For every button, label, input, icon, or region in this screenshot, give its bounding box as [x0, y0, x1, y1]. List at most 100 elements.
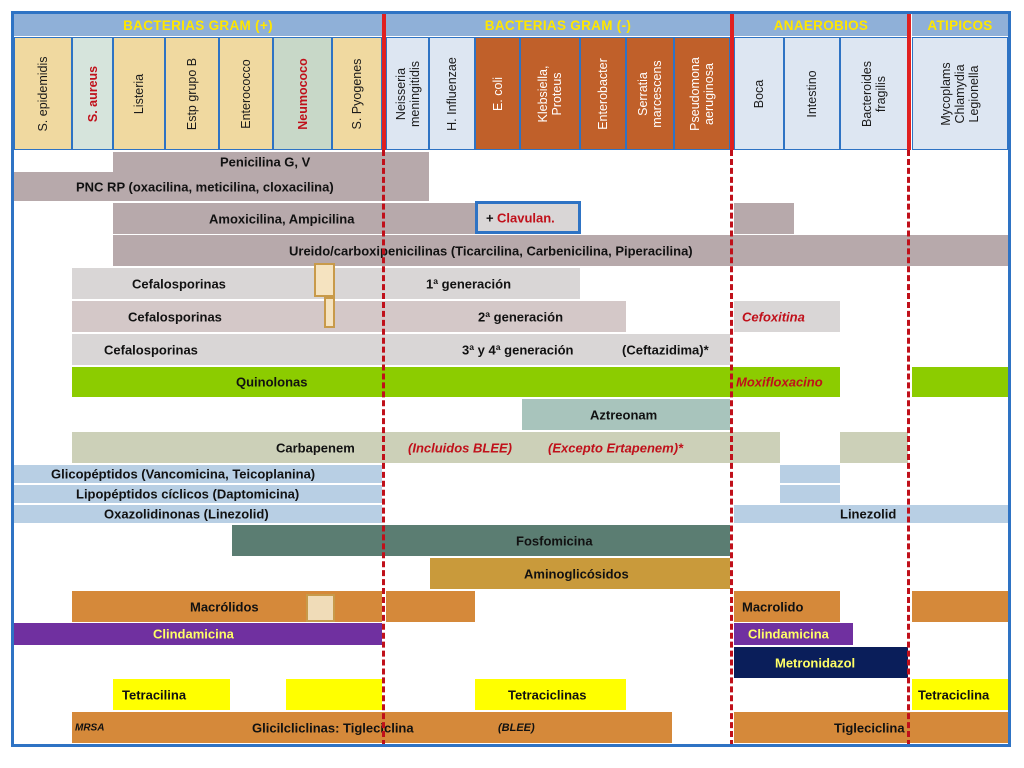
clavulan-label: Clavulan.: [497, 210, 555, 225]
cefalosporinas-2-gen: 2ª generación: [478, 309, 564, 324]
bar-macrolido: Macrolido: [734, 591, 840, 622]
amoxicilina-label: Amoxicilina, Ampicilina: [209, 211, 355, 226]
tetraciclina-label: Tetraciclina: [918, 687, 990, 702]
bar-oxazolidinonas: Oxazolidinonas (Linezolid): [14, 505, 382, 523]
bar-lipopeptidos: Lipopéptidos cíclicos (Daptomicina): [14, 485, 382, 503]
bar-macrolidos-neisseria: [386, 591, 475, 622]
organism-s-aureus: S. aureus: [72, 37, 113, 150]
separator-anaer-atip-dashed: [907, 150, 910, 746]
bar-tetracilina: Tetracilina: [113, 679, 230, 710]
organism-bacteroides: Bacteroides fragilis: [840, 37, 908, 150]
aztreonam-label: Aztreonam: [590, 407, 658, 422]
tetraciclinas-label: Tetraciclinas: [508, 687, 587, 702]
bar-metronidazol: Metronidazol: [734, 647, 908, 678]
cefalosporinas-2-label: Cefalosporinas: [128, 309, 222, 324]
aminoglucosidos-label: Aminoglicósidos: [524, 566, 629, 581]
clavulan-plus: +: [486, 210, 494, 225]
bar-tigleciclina: Tigleciclina: [734, 712, 1008, 743]
clavulan-box: + Clavulan.: [475, 201, 581, 234]
bar-penicilina: Penicilina G, V: [113, 152, 429, 172]
organism-s-pyogenes: S. Pyogenes: [332, 37, 382, 150]
separator-anaer-atip-solid: [907, 14, 911, 150]
neumococo-marker-1: [314, 263, 335, 297]
bar-clindamicina-left: Clindamicina: [14, 623, 382, 645]
organism-boca: Boca: [734, 37, 784, 150]
separator-gram-neg-anaer-solid: [730, 14, 734, 150]
organism-enterobacter: Enterobacter: [580, 37, 626, 150]
group-header-atipicos: ATIPICOS: [912, 14, 1008, 36]
cefalosporinas-3-label: Cefalosporinas: [104, 342, 198, 357]
incluidos-blee-label: (Incluidos BLEE): [408, 440, 512, 455]
separator-gram-pos-neg-solid: [382, 14, 386, 150]
separator-gram-pos-neg-dashed: [382, 150, 385, 746]
bar-macrolidos-atipicos: [912, 591, 1008, 622]
excepto-ertapenem-label: (Excepto Ertapenem)*: [548, 440, 684, 455]
bar-ureidopenicilinas: Ureido/carboxipenicilinas (Ticarcilina, …: [113, 235, 1008, 266]
organism-e-coli: E. coli: [475, 37, 520, 150]
bar-glicopeptidos-intestino: [780, 465, 840, 483]
oxazolidinonas-label: Oxazolidinonas (Linezolid): [104, 506, 269, 522]
outer-frame: [11, 11, 1011, 747]
bar-glicopeptidos: Glicopéptidos (Vancomicina, Teicoplanina…: [14, 465, 382, 483]
organism-listeria: Listeria: [113, 37, 165, 150]
tigleciclina-label: Tigleciclina: [834, 720, 905, 735]
cefalosporinas-1-gen: 1ª generación: [426, 276, 512, 291]
glicilciclinas-label: Glicilcliclinas: Tigleciclina: [252, 720, 414, 735]
tetracilina-label: Tetracilina: [122, 687, 187, 702]
bar-clindamicina-right: Clindamicina: [734, 623, 853, 645]
glicopeptidos-label: Glicopéptidos (Vancomicina, Teicoplanina…: [51, 466, 316, 482]
organism-estp-grupo-b: Estp grupo B: [165, 37, 219, 150]
bar-tetraciclina-atipicos: Tetraciclina: [912, 679, 1008, 710]
group-header-anaerobios: ANAEROBIOS: [734, 14, 908, 36]
clindamicina-left-label: Clindamicina: [153, 626, 234, 642]
bar-aztreonam: Aztreonam: [522, 399, 730, 430]
organism-h-influenzae: H. Influenzae: [429, 37, 475, 150]
clindamicina-right-label: Clindamicina: [748, 626, 829, 642]
bar-glicilciclinas: Glicilcliclinas: Tigleciclina (BLEE): [113, 712, 672, 743]
cefoxitina-label: Cefoxitina: [742, 309, 805, 324]
organism-s-epidemidis: S. epidemidis: [14, 37, 72, 150]
carbapenem-label: Carbapenem: [276, 440, 355, 455]
metronidazol-label: Metronidazol: [775, 655, 856, 670]
bar-pnc-rp: PNC RP (oxacilina, meticilina, cloxacili…: [14, 172, 429, 201]
mrsa-label: MRSA: [75, 722, 105, 733]
cefalosporinas-3-gen: 3ª y 4ª generación: [462, 342, 574, 357]
mrsa-cell: MRSA: [72, 712, 113, 743]
lipopeptidos-label: Lipopéptidos cíclicos (Daptomicina): [76, 486, 300, 502]
bar-carbapenem: Carbapenem (Incluidos BLEE) (Excepto Ert…: [72, 432, 780, 463]
macrolido-label: Macrolido: [742, 599, 804, 614]
bar-cefalosporinas-2: Cefalosporinas 2ª generación: [72, 301, 626, 332]
organism-enterococco: Enterococco: [219, 37, 273, 150]
bar-amoxicilina-anaerobios: [734, 203, 794, 234]
bar-cefalosporinas-3: Cefalosporinas 3ª y 4ª generación (Cefta…: [72, 334, 730, 365]
bar-quinolonas-atipicos: [912, 367, 1008, 397]
bar-lipopeptidos-intestino: [780, 485, 840, 503]
organism-intestino: Intestino: [784, 37, 840, 150]
organism-serratia: Serratia marcescens: [626, 37, 674, 150]
fosfomicina-label: Fosfomicina: [516, 533, 593, 548]
bar-carbapenem-bacteroides: [840, 432, 908, 463]
separator-gram-neg-anaer-dashed: [730, 150, 733, 746]
organism-atipicos: Mycoplams Chlamydia Legionella: [912, 37, 1008, 150]
quinolonas-label: Quinolonas: [236, 374, 308, 390]
organism-neumococo: Neumococo: [273, 37, 332, 150]
cefalosporinas-1-label: Cefalosporinas: [132, 276, 226, 291]
bar-tetraciclina-neumococo: [286, 679, 382, 710]
bar-tetraciclinas: Tetraciclinas: [475, 679, 626, 710]
organism-klebsiella: Klebsiella, Proteus: [520, 37, 580, 150]
linezolid-label: Linezolid: [840, 506, 897, 522]
group-header-gram-negative: BACTERIAS GRAM (-): [386, 14, 730, 36]
ceftazidima-label: (Ceftazidima)*: [622, 342, 709, 357]
penicilina-label: Penicilina G, V: [220, 154, 311, 170]
bar-fosfomicina: Fosfomicina: [232, 525, 730, 556]
bar-linezolid: Linezolid: [734, 505, 1008, 523]
moxifloxacino-label: Moxifloxacino: [736, 374, 823, 390]
macrolidos-marker: [306, 594, 335, 622]
macrolidos-label: Macrólidos: [190, 599, 259, 614]
neumococo-marker-2: [324, 297, 335, 328]
bar-quinolonas: Quinolonas Moxifloxacino: [72, 367, 840, 397]
organism-pseudomona: Pseudomona aeruginosa: [674, 37, 730, 150]
organism-neisseria: Neisseria meningitidis: [386, 37, 429, 150]
bar-aminoglucosidos: Aminoglicósidos: [430, 558, 730, 589]
